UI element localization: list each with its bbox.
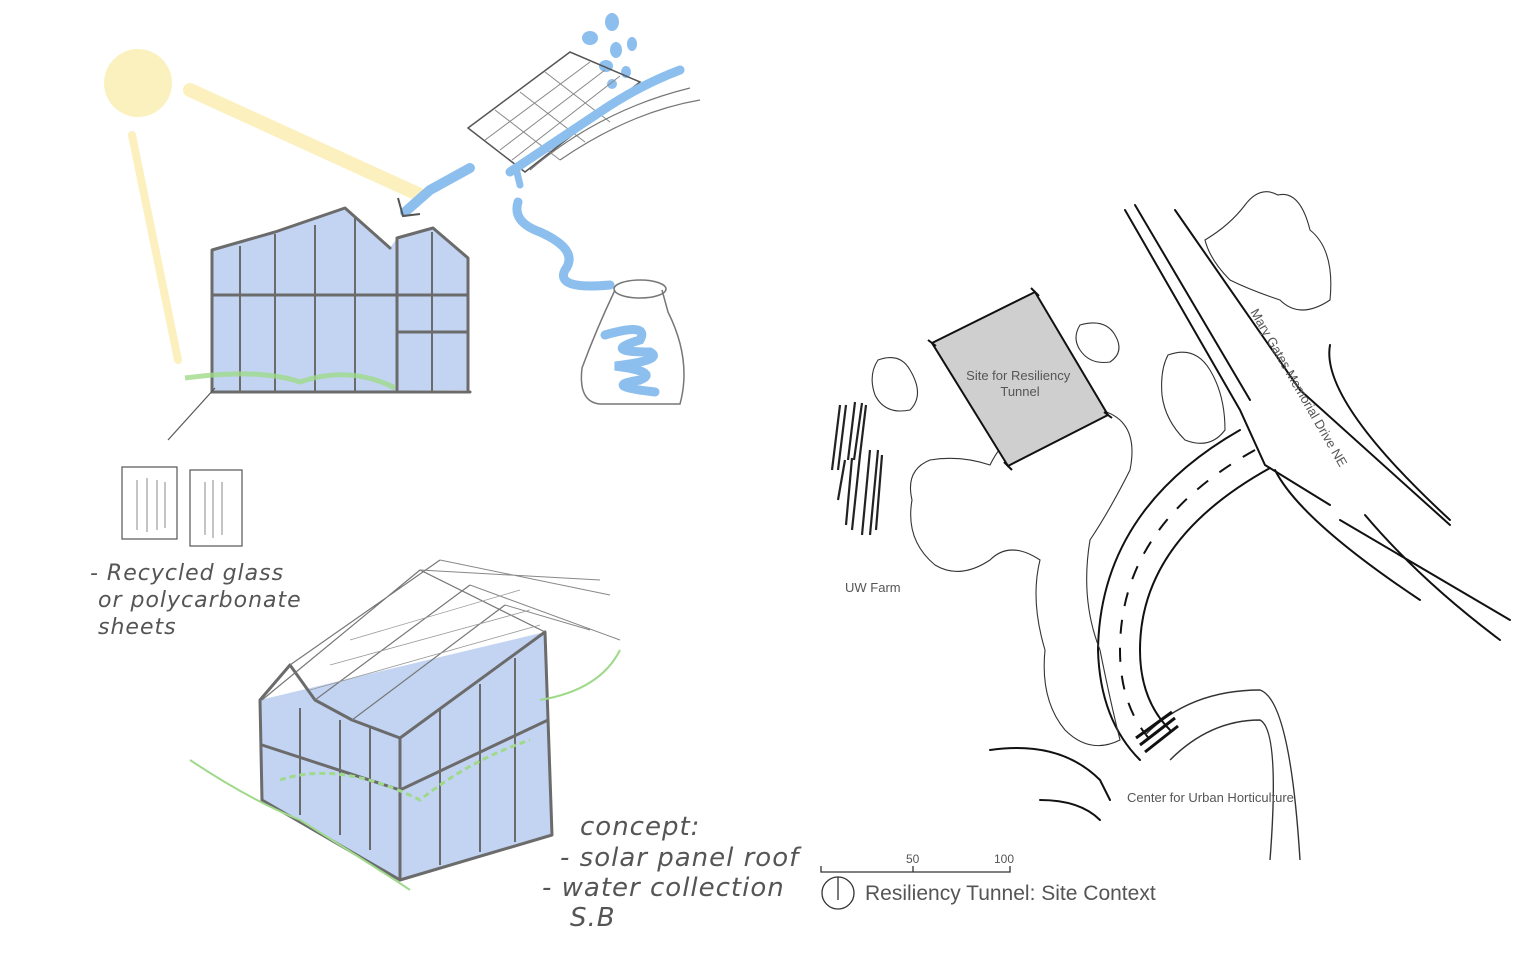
- map-title: Resiliency Tunnel: Site Context: [865, 882, 1156, 905]
- site-context-map: Site for Resiliency Tunnel Mary Gates Me…: [821, 192, 1510, 909]
- concept-note-line-2: - solar panel roof: [560, 843, 802, 873]
- water-pipe: [517, 202, 610, 286]
- scale-label-100: 100: [994, 852, 1014, 866]
- water-tank-icon: [581, 280, 684, 404]
- scale-bar: 50 100: [821, 852, 1014, 872]
- solar-panel-sketch: [468, 52, 700, 185]
- center-urban-horticulture-label: Center for Urban Horticulture: [1127, 790, 1294, 805]
- material-swatches: [122, 467, 242, 546]
- site-label-line-2: Tunnel: [1000, 384, 1039, 399]
- tree-outlines: [872, 192, 1331, 746]
- svg-text:- Recycled glass or poly: - Recycled glass or polycarbonate sheets: [90, 561, 310, 640]
- material-note-line-2: or polycarbonate: [98, 588, 302, 613]
- scale-label-50: 50: [906, 852, 920, 866]
- greenhouse-concept-sketch: - Recycled glass or polycarbonate sheets…: [90, 13, 809, 933]
- concept-note-line-4: S.B: [570, 903, 616, 933]
- concept-note-line-3: - water collection: [542, 873, 785, 903]
- material-note-line-3: sheets: [98, 615, 177, 640]
- concept-note-line-1: concept:: [580, 812, 700, 842]
- uw-farm-label: UW Farm: [845, 580, 901, 595]
- street-label: Mary Gates Memorial Drive NE: [1247, 306, 1350, 470]
- greenhouse-elevation-sketch: [168, 208, 470, 440]
- north-arrow-icon: [822, 877, 854, 909]
- material-note-line-1: - Recycled glass: [90, 561, 284, 586]
- svg-text:concept: - solar panel r: concept: - solar panel roof - water coll…: [542, 812, 809, 933]
- farm-rows: [832, 402, 882, 535]
- site-label-line-1: Site for Resiliency: [966, 368, 1071, 383]
